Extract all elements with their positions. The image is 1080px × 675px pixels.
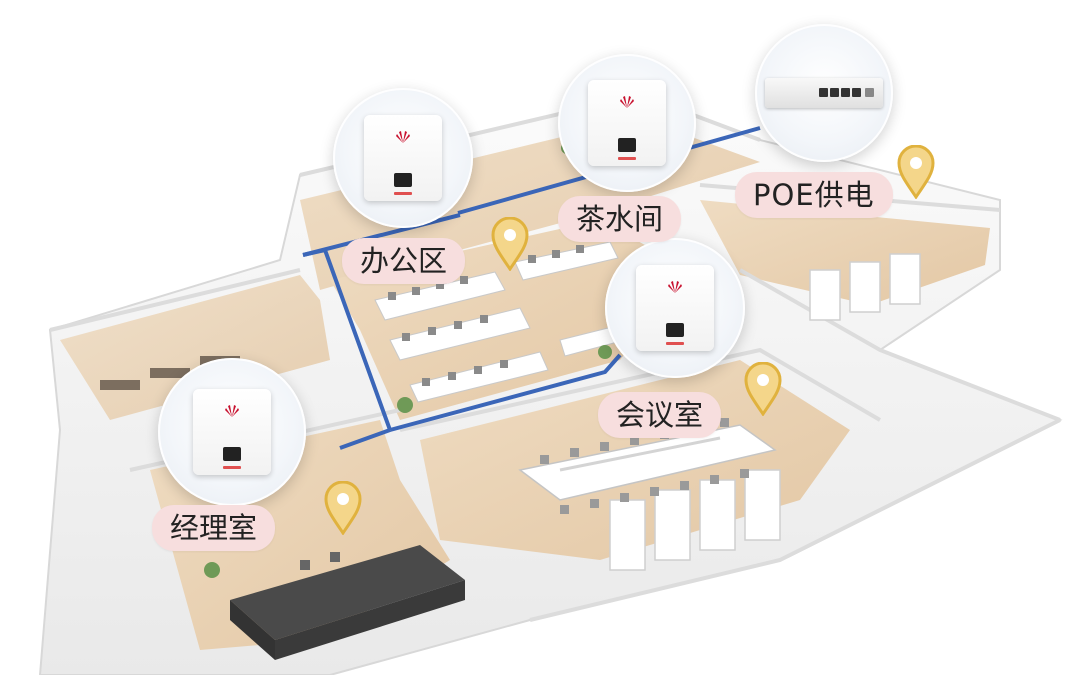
office-chairs bbox=[388, 245, 584, 386]
poe-power-label: POE供电 bbox=[735, 172, 893, 218]
walls bbox=[49, 92, 1061, 622]
location-pin-icon bbox=[324, 481, 362, 535]
meeting-room-access-point bbox=[605, 238, 745, 378]
manager-room-access-point bbox=[158, 358, 306, 506]
meeting-room-label: 会议室 bbox=[598, 392, 722, 438]
office-access-point bbox=[333, 88, 473, 228]
office-zone-label: 办公区 bbox=[342, 238, 466, 284]
windows bbox=[609, 253, 921, 571]
meeting-chairs bbox=[540, 418, 749, 514]
access-point-icon bbox=[193, 389, 271, 475]
poe-switch bbox=[755, 24, 893, 162]
location-pin-icon bbox=[744, 362, 782, 416]
access-point-icon bbox=[364, 115, 442, 201]
location-pin-icon bbox=[897, 145, 935, 199]
access-point-icon bbox=[636, 265, 714, 351]
manager-desk bbox=[230, 545, 465, 660]
tea-room-access-point bbox=[558, 54, 696, 192]
access-point-icon bbox=[588, 80, 666, 166]
meeting-table bbox=[518, 424, 777, 501]
manager-room-label: 经理室 bbox=[152, 505, 276, 551]
location-pin-icon bbox=[491, 217, 529, 271]
poe-switch-icon bbox=[765, 78, 883, 108]
tea-room-label: 茶水间 bbox=[558, 196, 682, 242]
